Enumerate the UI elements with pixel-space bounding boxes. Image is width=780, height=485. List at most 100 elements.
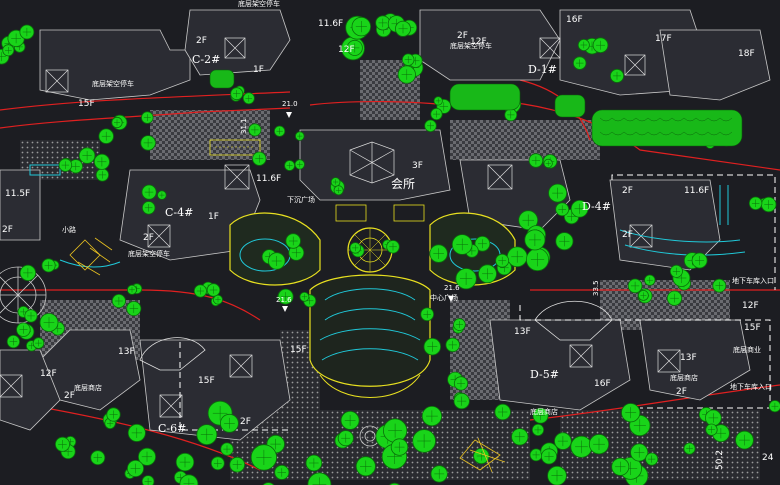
floor-labels: 2F 15F 1F 16F 17F 18F 2F 11.6F 1F 2F 2F … <box>2 15 761 427</box>
tree-symbol <box>529 448 543 462</box>
tree-symbol <box>242 92 255 105</box>
label-central-plaza: 中心广场 <box>430 293 458 302</box>
tree-symbol <box>555 202 570 217</box>
tree-symbol <box>127 423 146 442</box>
tree-symbol <box>547 465 567 485</box>
building-id-c6: C-6# <box>158 422 186 435</box>
tree-symbol <box>340 410 360 430</box>
tree-symbol <box>474 236 491 252</box>
tree-symbol <box>504 108 518 122</box>
tree-symbol <box>518 210 539 231</box>
label-parking-top: 底层架空停车 <box>238 0 280 8</box>
tree-symbol <box>621 403 641 423</box>
dim-31-1: 31.1 <box>240 118 248 134</box>
building-id-c4: C-4# <box>165 206 193 219</box>
floor-c6-d: 2F <box>64 391 75 401</box>
floor-c2-a: 2F <box>196 36 207 46</box>
tree-symbol <box>453 392 470 410</box>
tree-symbol <box>127 459 145 477</box>
tree-symbol <box>196 424 218 446</box>
tree-symbol <box>423 338 442 356</box>
tree-symbol <box>577 39 590 52</box>
building-id-d1: D-1# <box>528 63 557 76</box>
tree-symbol <box>220 442 234 456</box>
tree-symbol <box>555 232 574 251</box>
label-parking-c4: 底层架空停车 <box>128 249 170 258</box>
label-side-path: 小路 <box>62 225 76 234</box>
water-features <box>29 164 746 268</box>
tree-symbol <box>229 456 246 473</box>
tree-symbol <box>382 418 408 443</box>
floor-c4-c: 2F <box>143 233 154 243</box>
dim-21-0: 21.0 <box>282 100 298 108</box>
hedge-texture <box>599 117 733 136</box>
building-labels: C-2# D-1# C-4# D-4# C-6# D-5# <box>158 53 611 435</box>
tree-symbol <box>157 190 167 200</box>
label-shop-d5: 底层商店 <box>670 373 698 382</box>
clubhouse-floors: 3F <box>412 161 423 171</box>
tree-symbol <box>453 376 469 391</box>
floor-d5-b: 13F <box>680 353 697 363</box>
tree-symbol <box>705 423 718 436</box>
floor-c4-b: 1F <box>208 212 219 222</box>
tree-symbol <box>210 456 225 471</box>
dim-24: 24 <box>762 453 774 463</box>
tree-symbol <box>32 337 45 349</box>
tree-symbol <box>524 229 546 251</box>
tree-symbol <box>284 160 296 171</box>
clubhouse-label-group: 会所 3F <box>391 161 423 191</box>
tree-symbol <box>445 337 460 353</box>
tree-symbol <box>455 268 477 290</box>
tree-symbol <box>528 153 544 168</box>
floor-misc-d: 12F <box>338 45 355 55</box>
tree-symbol <box>41 258 56 273</box>
clubhouse-label: 会所 <box>391 177 415 191</box>
floor-d4-a: 2F <box>622 186 633 196</box>
tree-symbol <box>768 400 780 413</box>
tree-symbol <box>141 111 154 124</box>
tree-symbol <box>548 183 567 203</box>
tree-symbol <box>412 429 436 453</box>
tree-symbol <box>274 464 290 480</box>
dim-50-2: 50.2 <box>715 450 725 470</box>
tree-symbol <box>273 125 286 137</box>
tree-symbol <box>543 158 553 168</box>
floor-c6-a: 13F <box>118 347 135 357</box>
building-id-d4: D-4# <box>582 200 611 213</box>
dim-21-6-b: 21.6 <box>444 284 460 292</box>
tree-symbol <box>111 116 123 129</box>
tree-symbol <box>735 430 754 450</box>
dim-21-6-a: 21.6 <box>276 296 292 304</box>
tree-symbol <box>573 56 587 70</box>
tree-symbol <box>16 322 31 337</box>
floor-d5-c: 16F <box>594 379 611 389</box>
tree-symbol <box>294 159 305 170</box>
tree-symbol <box>141 475 155 485</box>
tree-symbol <box>330 177 341 187</box>
dim-33-5: 33.5 <box>592 280 600 296</box>
label-lower-plaza: 下沉广场 <box>287 195 315 204</box>
tree-symbol <box>570 200 589 218</box>
tree-symbol <box>95 168 110 182</box>
tree-symbol <box>295 131 305 141</box>
dashed-boundaries <box>179 174 776 431</box>
tree-symbol <box>137 447 156 466</box>
tree-symbol <box>424 119 437 133</box>
tree-symbol <box>386 240 400 254</box>
tree-symbol <box>175 452 195 472</box>
tree-symbol <box>429 244 448 263</box>
tree-symbol <box>355 456 376 477</box>
floor-misc-c: 15F <box>290 345 307 355</box>
tree-symbol <box>453 318 466 331</box>
floor-c2-b: 15F <box>78 99 95 109</box>
tree-symbol <box>478 264 497 284</box>
tree-symbol <box>93 153 110 170</box>
tree-symbol <box>126 301 142 317</box>
floor-c2-c: 1F <box>253 65 264 75</box>
label-parking-c2: 底层架空停车 <box>92 79 134 88</box>
tree-symbol <box>390 438 409 456</box>
tree-symbol <box>638 289 649 301</box>
tree-symbol <box>397 65 416 84</box>
label-entrance-b: 地下车库入口 <box>730 382 772 391</box>
tree-symbol <box>141 184 157 200</box>
